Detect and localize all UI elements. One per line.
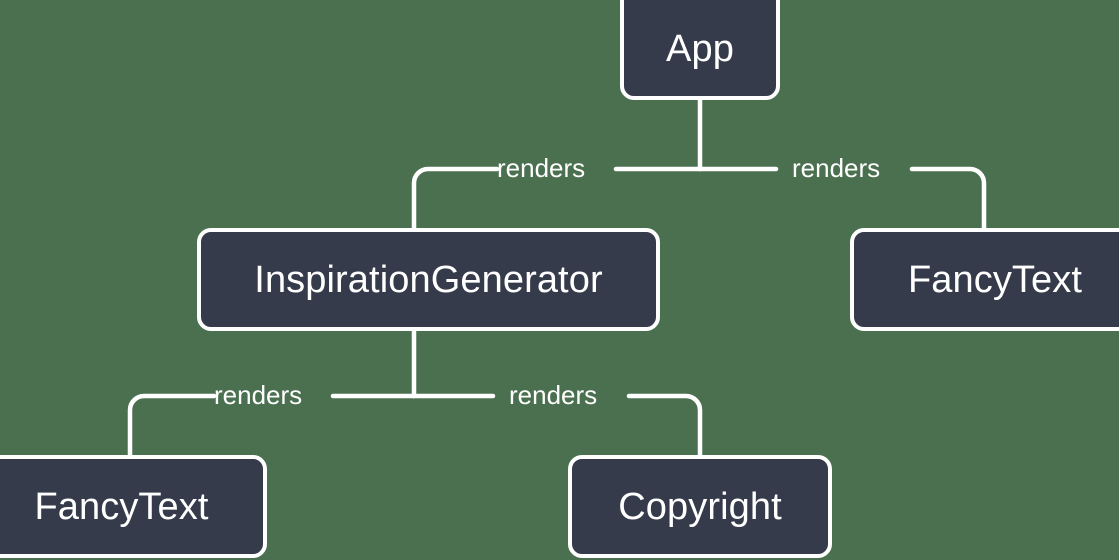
node-fancytext-left[interactable]: FancyText: [0, 455, 267, 558]
edge-app-to-fancytext-right: [697, 166, 987, 231]
edge-inspirationgenerator-to-fancytext-left: [127, 393, 417, 458]
edge-label-app-to-fancytext-right: renders: [792, 153, 881, 183]
edge-label-app-to-inspirationgenerator: renders: [497, 153, 586, 183]
node-fancytext-left-label: FancyText: [34, 485, 209, 528]
edge-inspirationgenerator-to-copyright: [411, 393, 703, 458]
node-inspirationgenerator[interactable]: InspirationGenerator: [197, 228, 660, 331]
edge-label-inspirationgenerator-to-fancytext-left: renders: [214, 380, 303, 410]
node-inspirationgenerator-label: InspirationGenerator: [254, 258, 603, 301]
node-fancytext-right-label: FancyText: [907, 258, 1083, 301]
node-app-label: App: [666, 28, 734, 70]
node-app[interactable]: App: [620, 0, 780, 100]
node-fancytext-right[interactable]: FancyText: [850, 228, 1119, 331]
edge-label-inspirationgenerator-to-copyright: renders: [509, 380, 598, 410]
edge-app-to-inspirationgenerator: [411, 166, 703, 231]
node-copyright[interactable]: Copyright: [568, 455, 832, 558]
node-copyright-label: Copyright: [618, 485, 782, 528]
